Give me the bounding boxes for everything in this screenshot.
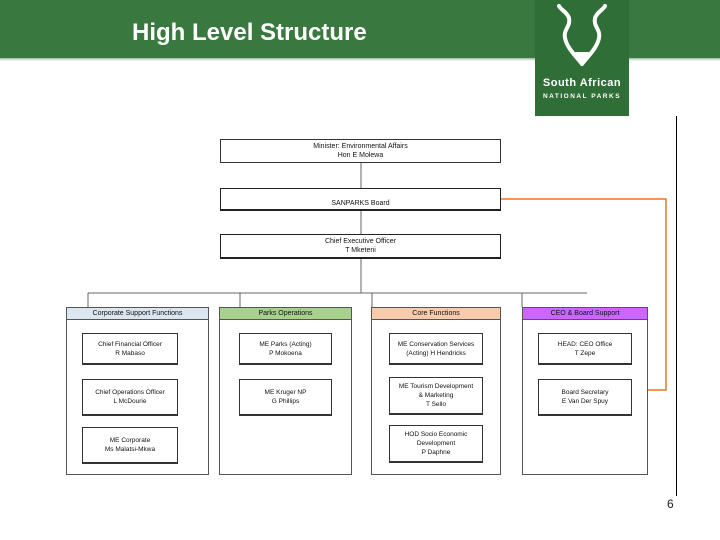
page-title: High Level Structure xyxy=(132,19,367,46)
page-number: 6 xyxy=(667,497,674,511)
minister-title: Minister: Environmental Affairs xyxy=(313,143,408,150)
me-tourism-box: ME Tourism Development & Marketing T Sel… xyxy=(389,377,483,415)
box-title: HEAD: CEO Office xyxy=(557,340,613,348)
logo-text-line2: NATIONAL PARKS xyxy=(542,93,622,100)
board-box: SANPARKS Board xyxy=(220,188,501,211)
box-extra: P Daphne xyxy=(421,449,451,456)
box-title: Chief Operations Officer xyxy=(95,389,165,396)
box-title: ME Parks (Acting) xyxy=(259,340,312,348)
box-title: ME Conservation Services xyxy=(397,340,475,348)
sanparks-logo: South African NATIONAL PARKS xyxy=(535,0,629,116)
box-title: ME Corporate xyxy=(109,437,151,444)
me-conservation-box: ME Conservation Services (Acting) H Hend… xyxy=(389,333,483,365)
right-border-line xyxy=(676,116,677,496)
box-name: Ms Malatsi-Mkwa xyxy=(104,446,156,453)
box-name: E Van Der Spuy xyxy=(561,398,609,405)
ceo-name: T Mketeni xyxy=(345,247,376,254)
header-shadow xyxy=(0,58,720,61)
box-name: R Mabaso xyxy=(115,349,145,357)
box-title: Board Secretary xyxy=(561,389,609,396)
ceo-box: Chief Executive Officer T Mketeni xyxy=(220,234,501,259)
box-name: T Zepe xyxy=(574,349,596,357)
column-header: Parks Operations xyxy=(220,308,351,320)
hod-socio-economic-box: HOD Socio Economic Development P Daphne xyxy=(389,425,483,463)
cfo-box: Chief Financial Officer R Mabaso xyxy=(82,333,178,365)
me-kruger-box: ME Kruger NP G Phillips xyxy=(239,379,332,416)
box-title: ME Kruger NP xyxy=(264,389,307,396)
box-name: (Acting) H Hendricks xyxy=(406,349,466,357)
board-support-connector xyxy=(501,198,667,391)
minister-box: Minister: Environmental Affairs Hon E Mo… xyxy=(220,139,501,163)
box-name: L McDourie xyxy=(113,398,147,405)
me-corporate-box: ME Corporate Ms Malatsi-Mkwa xyxy=(82,427,178,464)
me-parks-box: ME Parks (Acting) P Mokoena xyxy=(239,333,332,365)
box-title: Chief Financial Officer xyxy=(98,340,162,348)
head-ceo-office-box: HEAD: CEO Office T Zepe xyxy=(538,333,632,365)
box-title: HOD Socio Economic xyxy=(404,431,468,438)
board-secretary-box: Board Secretary E Van Der Spuy xyxy=(538,379,632,416)
column-header: Core Functions xyxy=(372,308,500,320)
box-title: ME Tourism Development xyxy=(398,383,474,390)
kudu-horns-icon xyxy=(557,4,607,66)
board-title: SANPARKS Board xyxy=(331,199,390,207)
minister-name: Hon E Molewa xyxy=(337,152,384,159)
logo-text-line1: South African xyxy=(542,77,622,89)
box-name: G Phillips xyxy=(271,398,300,405)
column-header: Corporate Support Functions xyxy=(67,308,208,320)
box-extra: T Sello xyxy=(425,401,447,408)
box-name: & Marketing xyxy=(418,392,454,399)
ceo-title: Chief Executive Officer xyxy=(324,238,397,245)
box-name: P Mokoena xyxy=(269,349,302,357)
coo-box: Chief Operations Officer L McDourie xyxy=(82,379,178,416)
column-header: CEO & Board Support xyxy=(523,308,647,320)
box-name: Development xyxy=(416,440,456,447)
